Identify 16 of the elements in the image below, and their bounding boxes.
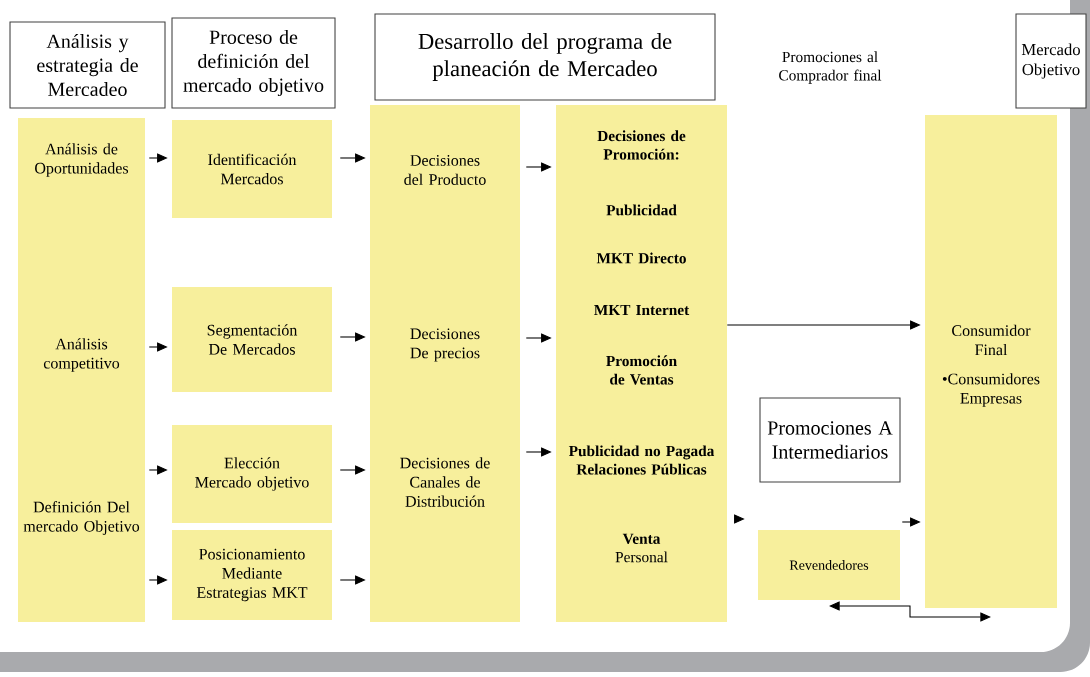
column-box: Consumidor Final •Consumidores Empresas	[925, 115, 1057, 608]
heading-box: Promociones A Intermediarios	[759, 397, 901, 483]
column-box: Decisiones de Promoción: Publicidad MKT Directo MKT Internet Promoción de Ventas Publicidad no Pagada Relaciones Públicas Venta Personal	[556, 105, 727, 622]
process-box: Revendedores	[758, 530, 900, 600]
heading-box: Desarrollo del programa de planeación de Mercadeo	[374, 13, 716, 101]
process-box: Segmentación De Mercados	[172, 287, 332, 392]
column-box: Decisiones del Producto Decisiones De precios Decisiones de Canales de Distribución	[370, 105, 520, 622]
process-box: Elección Mercado objetivo	[172, 425, 332, 523]
heading-box: Proceso de definición del mercado objetivo	[171, 17, 336, 109]
heading-box: Análisis y estrategia de Mercadeo	[9, 21, 166, 109]
column-box: Análisis de Oportunidades Análisis competitivo Definición Del mercado Objetivo	[18, 118, 145, 622]
heading-box: Mercado Objetivo	[1015, 13, 1087, 109]
arrow	[829, 601, 991, 622]
heading-text: Promociones al Comprador final	[779, 51, 882, 84]
process-box: Identificación Mercados	[172, 120, 332, 218]
process-box: Posicionamiento Mediante Estrategias MKT	[172, 530, 332, 620]
